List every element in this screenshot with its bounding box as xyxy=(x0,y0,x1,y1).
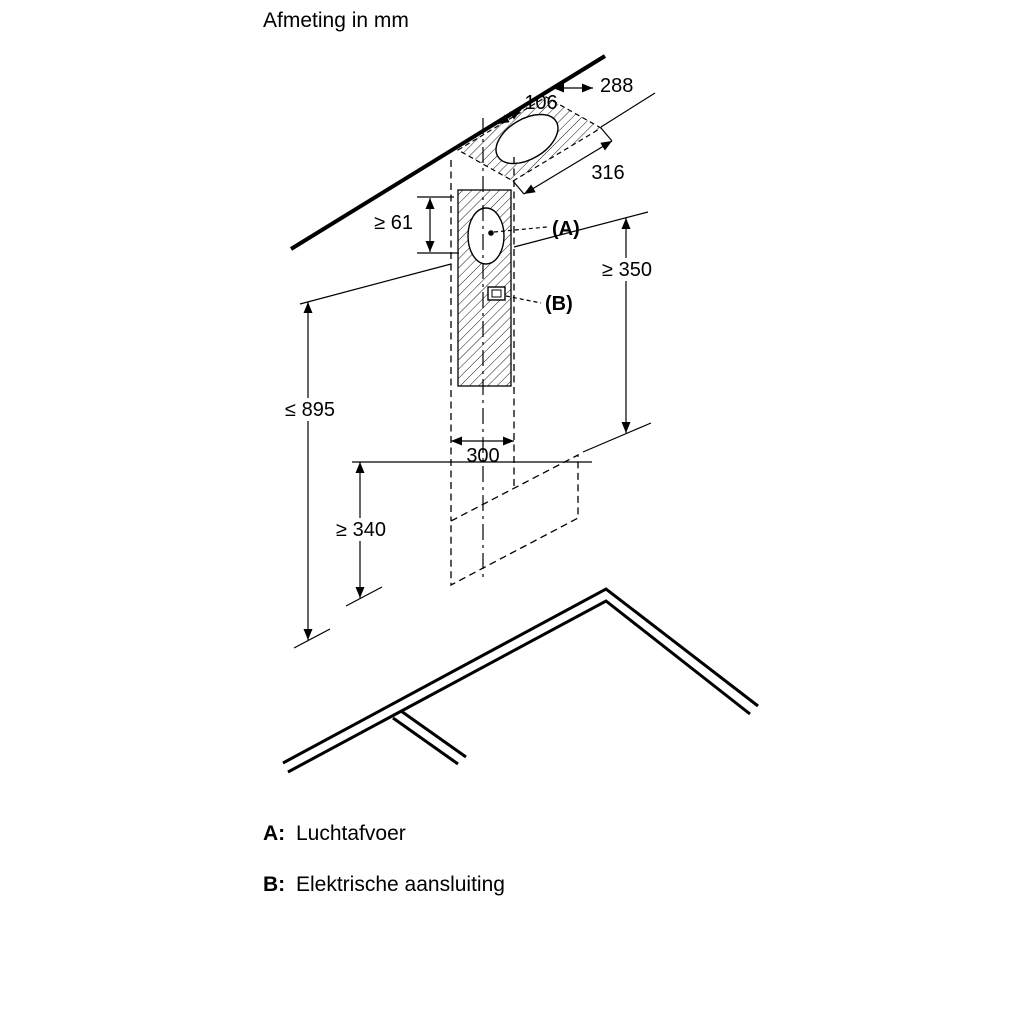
legend-a-label: Luchtafvoer xyxy=(296,822,406,845)
dim-label-288: 288 xyxy=(600,75,633,97)
dim-label-340-bg xyxy=(328,518,394,541)
wall-edge-line xyxy=(289,54,607,251)
air-outlet-ellipse xyxy=(467,207,505,265)
callout-b-label: (B) xyxy=(545,293,573,315)
diagram-title: Afmeting in mm xyxy=(263,9,409,32)
legend-a-key: A: xyxy=(263,822,285,845)
counter-corner-inner xyxy=(400,709,467,759)
dim-label-895: ≤ 895 xyxy=(285,399,335,421)
dim-ext-350-bottom xyxy=(582,422,652,453)
canopy-outline xyxy=(450,453,579,587)
dim-label-340: ≥ 340 xyxy=(336,519,386,541)
air-outlet-center-dot xyxy=(488,230,494,236)
counter-edge-inner xyxy=(287,599,751,774)
dim-ext-316-b xyxy=(600,127,613,142)
dim-label-300: 300 xyxy=(466,445,499,467)
dim-ext-895-bottom xyxy=(293,628,331,649)
callout-b-leader xyxy=(505,295,542,304)
counter-corner-outer xyxy=(392,716,459,766)
dim-line-106 xyxy=(497,109,522,125)
hood-top-reference-left xyxy=(299,263,452,305)
legend-b-label: Elektrische aansluiting xyxy=(296,873,505,896)
dim-line-316 xyxy=(523,140,613,195)
legend-b-key: B: xyxy=(263,873,285,896)
dim-label-895-bg xyxy=(277,398,343,421)
callout-a-label: (A) xyxy=(552,218,580,240)
dim-label-316: 316 xyxy=(591,162,624,184)
dim-ext-288 xyxy=(600,92,656,128)
dim-ext-340-bottom xyxy=(345,586,383,607)
dim-label-350: ≥ 350 xyxy=(602,259,652,281)
callout-a-leader xyxy=(493,226,548,233)
electrical-connector-inner xyxy=(491,289,502,298)
hood-top-reference-right xyxy=(513,211,649,248)
electrical-connector xyxy=(487,286,506,301)
dim-label-61: ≥ 61 xyxy=(374,212,413,234)
dim-label-106: 106 xyxy=(524,92,557,114)
dim-ext-316-a xyxy=(512,180,525,195)
counter-edge-outer xyxy=(282,587,759,765)
dim-label-350-bg xyxy=(594,258,660,281)
